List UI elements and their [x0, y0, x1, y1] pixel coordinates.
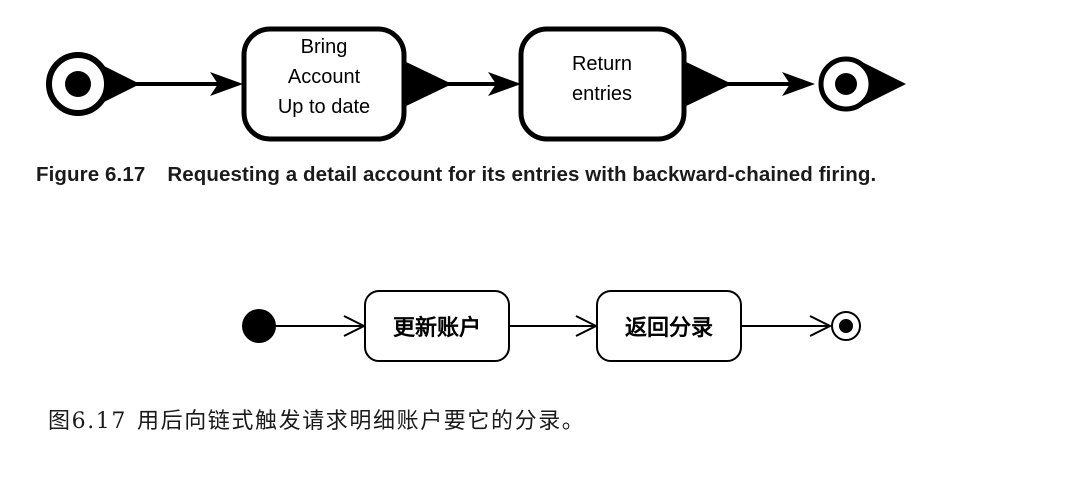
trigger-triangle-icon — [402, 60, 452, 108]
edge-return-entries-to-end — [682, 60, 815, 108]
edge-start-to-update-account — [276, 315, 367, 337]
action-label: 更新账户 — [393, 315, 481, 341]
final-node-dot-icon — [835, 73, 857, 95]
action-node-bring-account-up-to-date[interactable]: Bring Account Up to date — [241, 26, 407, 142]
action-label-line-2: entries — [572, 83, 632, 105]
figure-caption-label: Figure 6.17 — [36, 163, 146, 186]
arrowhead-filled-icon — [488, 72, 521, 96]
arrowhead-filled-icon — [210, 72, 243, 96]
initial-node-dot-icon — [65, 71, 91, 97]
english-activity-diagram: Bring Account Up to date Return entries — [0, 0, 1080, 150]
final-node-end[interactable] — [831, 311, 861, 341]
initial-node-solid-icon — [242, 309, 276, 343]
action-label-line-1: Return — [572, 53, 632, 75]
action-label-line-1: Bring — [301, 36, 348, 58]
action-node-return-entries[interactable]: 返回分录 — [596, 290, 742, 362]
action-label-line-3: Up to date — [278, 96, 370, 118]
trigger-triangle-icon — [682, 60, 732, 108]
initial-node-start[interactable] — [46, 52, 140, 116]
initial-node-start[interactable] — [242, 309, 276, 343]
chinese-activity-diagram: 更新账户 返回分录 — [0, 265, 1080, 385]
arrowhead-filled-icon — [782, 72, 815, 96]
figure-caption-text: Requesting a detail account for its entr… — [167, 163, 877, 186]
figure-caption-english: Figure 6.17 Requesting a detail account f… — [36, 158, 1046, 192]
action-node-return-entries[interactable]: Return entries — [518, 26, 687, 142]
figure-caption-chinese: 图6.17 用后向链式触发请求明细账户要它的分录。 — [48, 402, 1048, 442]
edge-bring-account-to-return-entries — [402, 60, 521, 108]
figure-caption-label: 图6.17 — [48, 409, 127, 434]
edge-return-entries-to-end — [741, 315, 833, 337]
edge-update-account-to-return-entries — [509, 315, 599, 337]
action-label-line-2: Account — [288, 66, 361, 88]
action-label: 返回分录 — [625, 316, 713, 341]
arrowhead-open-icon — [809, 315, 833, 337]
trigger-triangle-icon — [862, 62, 906, 106]
figure-caption-text: 用后向链式触发请求明细账户要它的分录。 — [137, 409, 586, 434]
final-node-end[interactable] — [818, 56, 906, 112]
final-node-dot-icon — [839, 319, 853, 333]
action-node-update-account[interactable]: 更新账户 — [364, 290, 510, 362]
edge-start-to-bring-account — [128, 72, 243, 96]
